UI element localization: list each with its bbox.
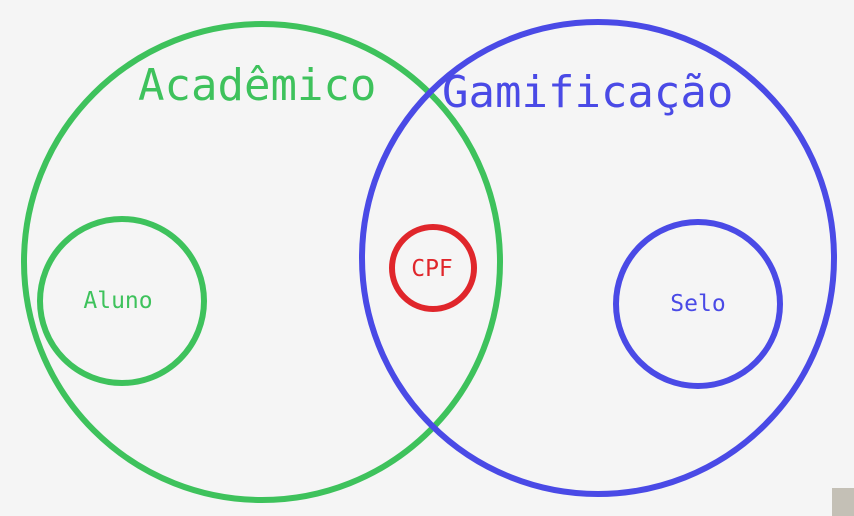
corner-artifact [832,488,854,516]
selo-entity-label: Selo [670,291,725,317]
aluno-entity-label: Aluno [83,288,152,314]
gamificacao-set-title: Gamificação [442,67,733,118]
aluno-entity-circle [37,216,207,386]
gamificacao-set-circle [359,19,837,497]
cpf-entity-label: CPF [411,256,453,282]
academico-set-circle [21,21,503,503]
selo-entity-circle [613,219,783,389]
cpf-entity-circle [389,224,477,312]
academico-set-title: Acadêmico [138,60,376,111]
